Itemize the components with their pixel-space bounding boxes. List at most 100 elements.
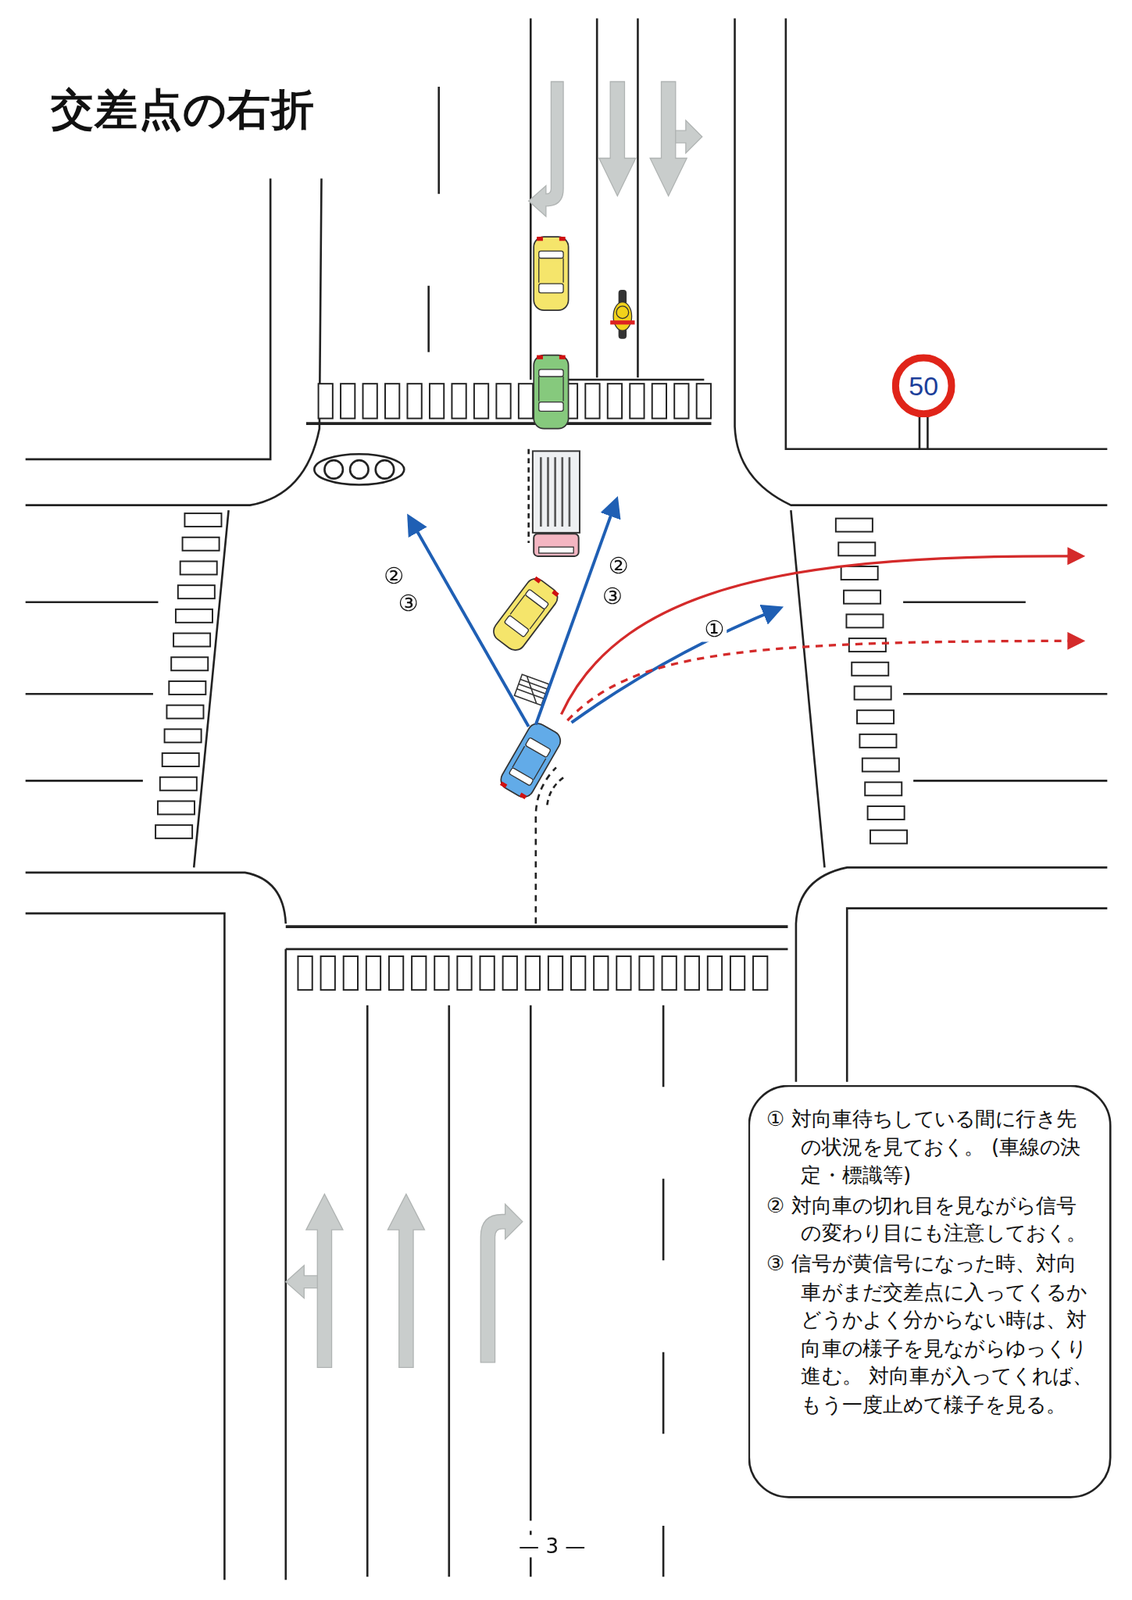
crosswalk-stripe — [171, 657, 208, 671]
road-drawing — [519, 676, 545, 704]
road-drawing — [517, 689, 544, 700]
road-drawing — [636, 18, 640, 379]
crosswalk-stripe — [854, 685, 892, 700]
crosswalk-stripe — [180, 560, 218, 575]
crosswalk-stripe — [429, 383, 444, 418]
crosswalk-stripe — [411, 956, 426, 990]
crosswalk-stripe — [841, 566, 879, 580]
crosswalk-stripe — [496, 383, 511, 418]
road-drawing — [25, 178, 272, 460]
crosswalk-stripe — [162, 753, 200, 767]
crosswalk-stripe — [629, 383, 644, 418]
road-drawing — [285, 924, 789, 929]
road-drawing — [533, 533, 579, 557]
road-drawing — [560, 556, 1082, 715]
crosswalk-stripe — [864, 782, 902, 796]
crosswalk-stripe — [164, 728, 202, 743]
road-drawing — [568, 457, 572, 527]
road-drawing — [25, 913, 225, 1580]
crosswalk-stripe — [157, 800, 195, 815]
road-drawing — [306, 421, 712, 425]
road-drawing — [25, 178, 322, 506]
crosswalk-stripe — [753, 956, 768, 990]
crosswalk-stripe — [585, 383, 600, 418]
road-drawing — [155, 383, 908, 990]
crosswalk-stripe — [851, 662, 889, 676]
road-drawing — [528, 82, 564, 217]
speed-limit-number: 50 — [908, 370, 939, 402]
road-drawing — [613, 302, 633, 332]
crosswalk-stripe — [166, 705, 204, 719]
road-drawing — [566, 378, 704, 382]
road-drawing — [553, 457, 557, 527]
crosswalk-stripe — [160, 777, 197, 791]
note-text: ① 対向車待ちしている間に行き先の状況を見ておく。 (車線の決定・標識等) — [766, 1105, 1096, 1190]
crosswalk-stripe — [385, 383, 400, 418]
crosswalk-stripe — [155, 824, 193, 839]
road-drawing — [546, 777, 564, 807]
crosswalk-stripe — [857, 710, 894, 724]
crosswalk-stripe — [321, 956, 336, 990]
road-drawing — [610, 320, 635, 325]
road-drawing — [527, 449, 530, 543]
road-drawing — [366, 1005, 369, 1578]
crosswalk-stripe — [639, 956, 654, 990]
crosswalk-stripe — [518, 383, 533, 418]
road-drawing — [533, 236, 568, 311]
road-drawing — [560, 457, 564, 527]
road-drawing — [675, 120, 703, 154]
road-drawing — [349, 460, 369, 479]
callout-number: ② — [606, 553, 631, 579]
road-drawing — [539, 457, 543, 527]
crosswalk-stripe — [862, 758, 900, 772]
callout-number: ③ — [599, 584, 625, 610]
crosswalk-stripe — [607, 383, 622, 418]
crosswalk-stripe — [835, 518, 873, 533]
note-text: ② 対向車の切れ目を見ながら信号の変わり目にも注意しておく。 — [766, 1191, 1096, 1248]
crosswalk-stripe — [340, 383, 355, 418]
road-drawing — [533, 355, 568, 429]
road-drawing — [447, 1005, 450, 1578]
crosswalk-stripe — [525, 956, 540, 990]
road-drawing — [480, 1203, 523, 1362]
road-drawing — [913, 779, 1108, 783]
crosswalk-stripe — [434, 956, 449, 990]
road-drawing — [387, 1193, 425, 1368]
road-drawing — [284, 949, 287, 1580]
crosswalk-stripe — [846, 614, 883, 628]
crosswalk-stripe — [474, 383, 489, 418]
callout-number: ② — [382, 564, 407, 590]
crosswalk-stripe — [616, 956, 631, 990]
road-drawing — [314, 453, 404, 485]
road-drawing — [285, 1265, 318, 1299]
road-drawing — [409, 517, 529, 727]
crosswalk-stripe — [849, 638, 886, 652]
crosswalk-stripe — [503, 956, 518, 990]
note-text: ③ 信号が黄信号になった時、対向車がまだ交差点に入ってくるかどうかよく分からない… — [766, 1249, 1096, 1419]
road-drawing — [785, 18, 1108, 450]
callout-number: ① — [702, 617, 727, 643]
road-drawing — [567, 640, 1082, 721]
crosswalk-stripe — [685, 956, 700, 990]
crosswalk-stripe — [366, 956, 381, 990]
road-drawing — [539, 546, 574, 554]
road-drawing — [25, 779, 143, 783]
page-title: 交差点の右折 — [50, 82, 315, 140]
crosswalk-stripe — [297, 956, 312, 990]
crosswalk-stripe — [674, 383, 689, 418]
road-drawing — [497, 719, 565, 801]
road-drawing — [735, 18, 1108, 506]
crosswalk-stripe — [168, 681, 206, 695]
crosswalk-stripe — [457, 956, 472, 990]
road-drawing — [375, 460, 395, 479]
road-drawing — [285, 82, 703, 1368]
crosswalk-stripe — [173, 633, 211, 647]
crosswalk-stripe — [178, 585, 215, 599]
road-drawing — [918, 416, 922, 450]
road-drawing — [790, 510, 825, 868]
road-drawing — [437, 86, 440, 194]
note-box: ① 対向車待ちしている間に行き先の状況を見ておく。 (車線の決定・標識等)② 対… — [748, 1085, 1112, 1499]
crosswalk-stripe — [389, 956, 404, 990]
crosswalk-stripe — [407, 383, 422, 418]
crosswalk-stripe — [843, 590, 881, 604]
